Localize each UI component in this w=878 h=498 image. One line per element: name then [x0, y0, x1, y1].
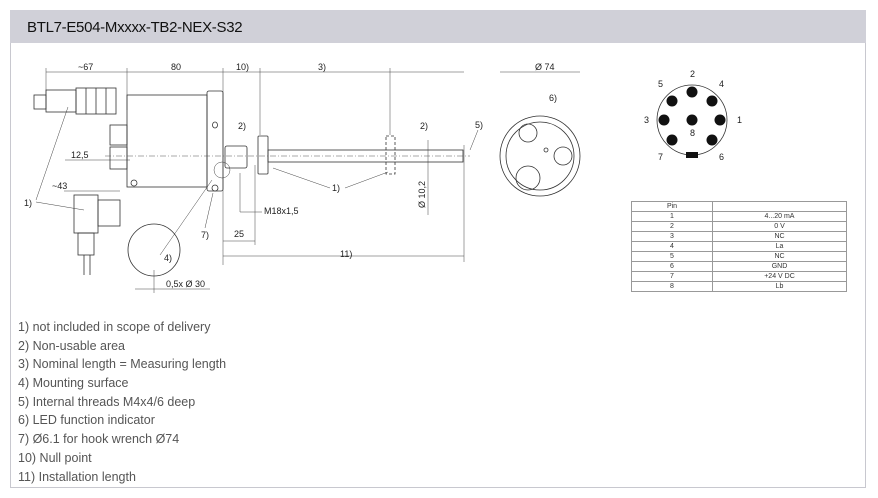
front-view	[499, 71, 581, 197]
pin-number: 6	[631, 261, 713, 272]
dimension-lines	[35, 68, 479, 293]
detail-view-circle	[127, 223, 181, 277]
pin-signal: NC	[712, 251, 847, 262]
product-title: BTL7-E504-Mxxxx-TB2-NEX-S32	[27, 19, 243, 36]
straight-connector	[33, 87, 117, 115]
table-row: 7+24 V DC	[631, 271, 847, 282]
pin-number: 2	[631, 221, 713, 232]
pin-signal: +24 V DC	[712, 271, 847, 282]
pin-label-8: 8	[690, 128, 695, 138]
header-pin: Pin	[631, 201, 713, 212]
chamfer-label: 0,5x Ø 30	[166, 279, 205, 289]
pin-label-1: 1	[737, 115, 742, 125]
footnote: 1) not included in scope of delivery	[18, 320, 211, 334]
pin-signal: La	[712, 241, 847, 252]
footnote: 3) Nominal length = Measuring length	[18, 357, 227, 372]
note-4: 4)	[164, 253, 172, 263]
note-5: 5)	[475, 120, 483, 130]
pin-signal: NC	[712, 231, 847, 242]
note-2b: 2)	[420, 121, 428, 131]
footnote: 4) Mounting surface	[18, 376, 129, 391]
pin-number: 5	[631, 251, 713, 262]
note-7: 7)	[201, 230, 209, 240]
pin-label-3: 3	[644, 115, 649, 125]
pin-label-4: 4	[719, 79, 724, 89]
pin-label-5: 5	[658, 79, 663, 89]
pin-signal: Lb	[712, 281, 847, 292]
dim-11: 11)	[340, 249, 352, 259]
pin-label-6: 6	[719, 152, 724, 162]
pin-signal: GND	[712, 261, 847, 272]
angled-connector	[73, 194, 121, 275]
footnote: 7) Ø6.1 for hook wrench Ø74	[18, 432, 180, 447]
note-1b: 1)	[332, 183, 340, 193]
footnote: 10) Null point	[18, 450, 92, 465]
dim-12-5: 12,5	[71, 150, 89, 160]
thread-label: M18x1,5	[264, 206, 299, 216]
dim-43: ~43	[52, 181, 67, 191]
note-2a: 2)	[238, 121, 246, 131]
dim-25: 25	[234, 229, 244, 239]
product-panel	[10, 10, 866, 488]
footnote: 11) Installation length	[18, 469, 136, 484]
pin-number: 1	[631, 211, 713, 222]
footnotes-list: 1) not included in scope of delivery 2) …	[18, 318, 226, 486]
dim-10: 10)	[236, 62, 249, 72]
header-signal	[712, 201, 847, 212]
pin-diagram: 1 2 3 4 5 6 7 8	[644, 69, 742, 162]
footnote: 5) Internal threads M4x4/6 deep	[18, 394, 196, 409]
pin-label-7: 7	[658, 152, 663, 162]
note-6: 6)	[549, 93, 557, 103]
footnote: 2) Non-usable area	[18, 338, 126, 353]
pin-signal: 0 V	[712, 221, 847, 232]
pin-number: 7	[631, 271, 713, 282]
dim-3: 3)	[318, 62, 326, 72]
diameter-74: Ø 74	[535, 62, 555, 72]
panel-header: BTL7-E504-Mxxxx-TB2-NEX-S32	[10, 10, 866, 43]
dim-80: 80	[171, 62, 181, 72]
pin-number: 4	[631, 241, 713, 252]
table-header: Pin	[631, 201, 847, 212]
diameter-10-2: Ø 10,2	[417, 181, 427, 208]
pin-number: 8	[631, 281, 713, 292]
sensor-housing	[105, 90, 470, 192]
pin-number: 3	[631, 231, 713, 242]
pin-label-2: 2	[690, 69, 695, 79]
dim-67: ~67	[78, 62, 93, 72]
pin-signal: 4...20 mA	[712, 211, 847, 222]
footnote: 6) LED function indicator	[18, 413, 155, 428]
note-1a: 1)	[24, 198, 32, 208]
